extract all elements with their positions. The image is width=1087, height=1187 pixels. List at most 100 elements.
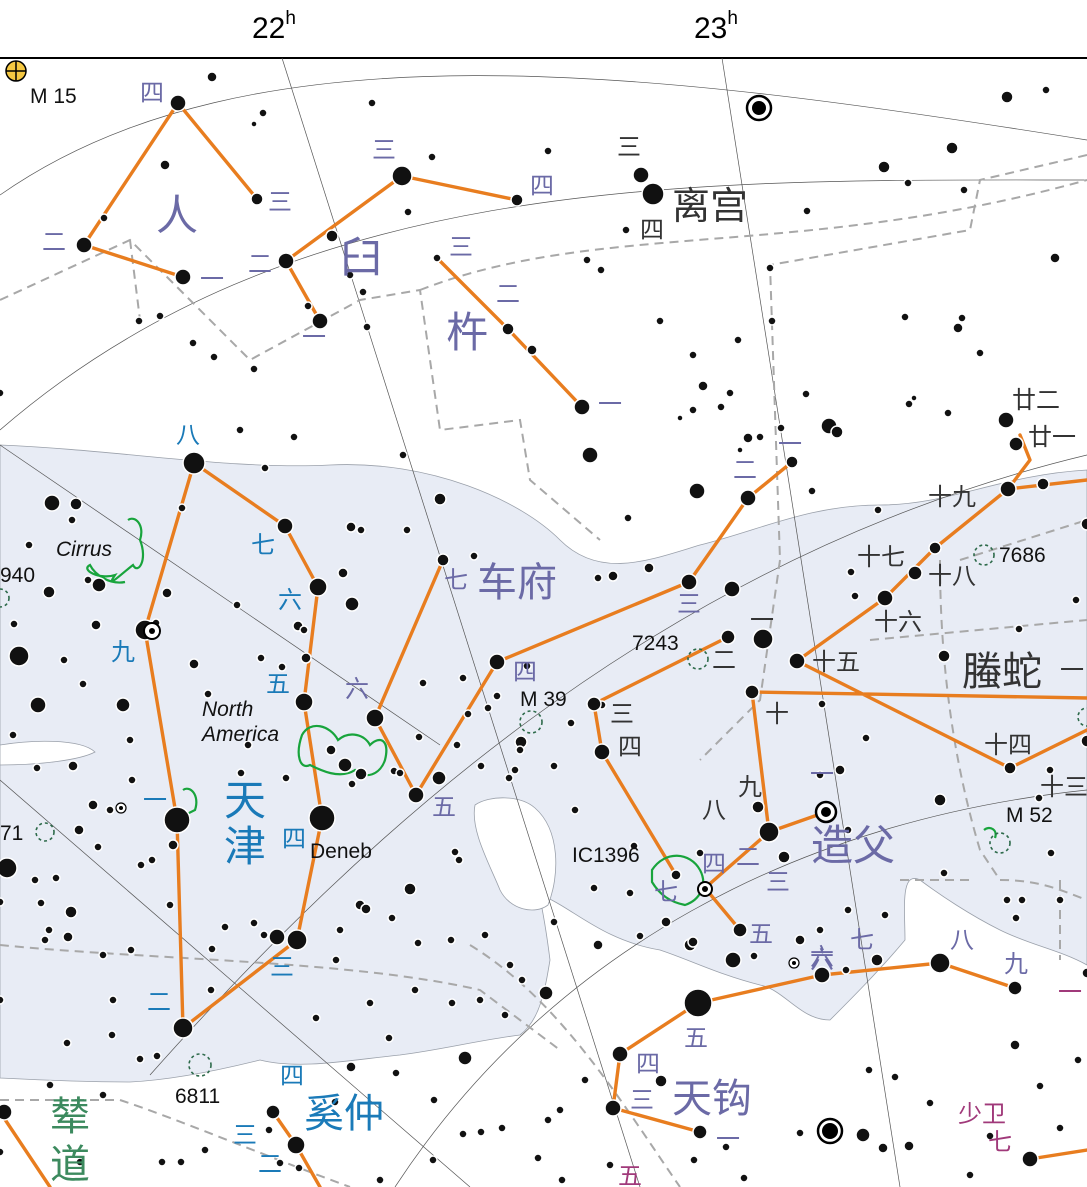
star (596, 265, 606, 275)
ic1396-label: IC1396 (572, 844, 640, 867)
tengshe-star-label: 十七 (857, 543, 905, 571)
chu-star-label: 二 (496, 280, 520, 308)
star (354, 767, 368, 781)
zaofu-star-label: 一 (750, 606, 774, 634)
star (300, 652, 312, 664)
star (294, 692, 314, 712)
ngc7686-cluster (973, 544, 995, 566)
star (1011, 913, 1021, 923)
star (688, 482, 706, 500)
star (890, 1072, 900, 1082)
variable-star-icon (816, 1117, 844, 1145)
star (45, 1080, 55, 1090)
star (850, 591, 860, 601)
star (744, 684, 760, 700)
star (785, 455, 799, 469)
star (303, 301, 313, 311)
star (510, 193, 524, 207)
jiu-star-label: 一 (302, 323, 326, 351)
asterism-names: 人 臼 杵 离宫 车府 螣蛇 天 津 造父 奚仲 天钩 辇 道 少卫 (50, 184, 1042, 1187)
star (337, 567, 349, 579)
star (44, 925, 54, 935)
star (794, 934, 806, 946)
zaofu-star-label: 三 (610, 700, 634, 728)
edge-star-label: 一 (1058, 978, 1082, 1006)
star (268, 928, 286, 946)
star (433, 492, 447, 506)
star (632, 166, 650, 184)
star (533, 1153, 543, 1163)
star (1000, 90, 1014, 104)
tiangou-star-label: 四 (636, 1050, 660, 1078)
star (1035, 1081, 1045, 1091)
star (410, 985, 420, 995)
star (243, 740, 253, 750)
star (543, 1115, 553, 1125)
star (384, 1033, 394, 1043)
star (723, 580, 741, 598)
star (452, 740, 462, 750)
star (802, 206, 812, 216)
niandao-lines (0, 1110, 52, 1187)
star (570, 805, 580, 815)
star (161, 587, 173, 599)
star (463, 709, 473, 719)
star (206, 71, 218, 83)
cirrus-label: Cirrus (56, 538, 112, 561)
edge-star-label: 一 (1060, 656, 1084, 684)
star (815, 925, 825, 935)
star (98, 1090, 108, 1100)
star (347, 779, 357, 789)
star (135, 1054, 145, 1064)
star (362, 322, 372, 332)
star (695, 848, 705, 858)
tengshe-star-label: 十八 (928, 562, 976, 590)
asterism-tianjin-1: 天 (224, 776, 266, 825)
star (720, 629, 736, 645)
star (345, 1061, 357, 1073)
north-america-label: North (202, 698, 253, 721)
star (476, 761, 486, 771)
star (629, 841, 639, 851)
star (846, 567, 856, 577)
ngc6871-cluster (35, 822, 55, 842)
star (260, 463, 270, 473)
constellation-boundaries (0, 154, 1087, 1187)
star (589, 883, 599, 893)
star (1017, 895, 1027, 905)
star (1073, 1055, 1083, 1065)
zaofu-star-label: 一 (810, 760, 834, 788)
star (500, 1010, 510, 1020)
tiangou-star-label: 八 (950, 926, 974, 954)
star (0, 995, 5, 1005)
star (680, 573, 698, 591)
star (605, 1160, 615, 1170)
star (391, 165, 413, 187)
cirrus-nebula (86, 517, 145, 584)
star (807, 486, 817, 496)
star (276, 517, 294, 535)
tianjin-star-label: 八 (176, 421, 200, 449)
star (997, 411, 1015, 429)
star (749, 951, 759, 961)
star (557, 1175, 567, 1185)
star (51, 873, 61, 883)
star (367, 98, 377, 108)
ngc7686-label: 7686 (999, 544, 1046, 567)
star (864, 1065, 874, 1075)
star (765, 263, 775, 273)
chu-star-label: 一 (598, 390, 622, 418)
star (611, 1045, 629, 1063)
star (724, 951, 742, 969)
star (294, 1163, 304, 1173)
star (607, 570, 619, 582)
ren-star-label: 三 (268, 188, 292, 216)
star (907, 565, 923, 581)
star (1008, 436, 1024, 452)
star (277, 662, 287, 672)
star (36, 898, 46, 908)
star (943, 408, 953, 418)
star (689, 1155, 699, 1165)
chefu-star-label: 六 (345, 675, 369, 703)
star (337, 757, 353, 773)
